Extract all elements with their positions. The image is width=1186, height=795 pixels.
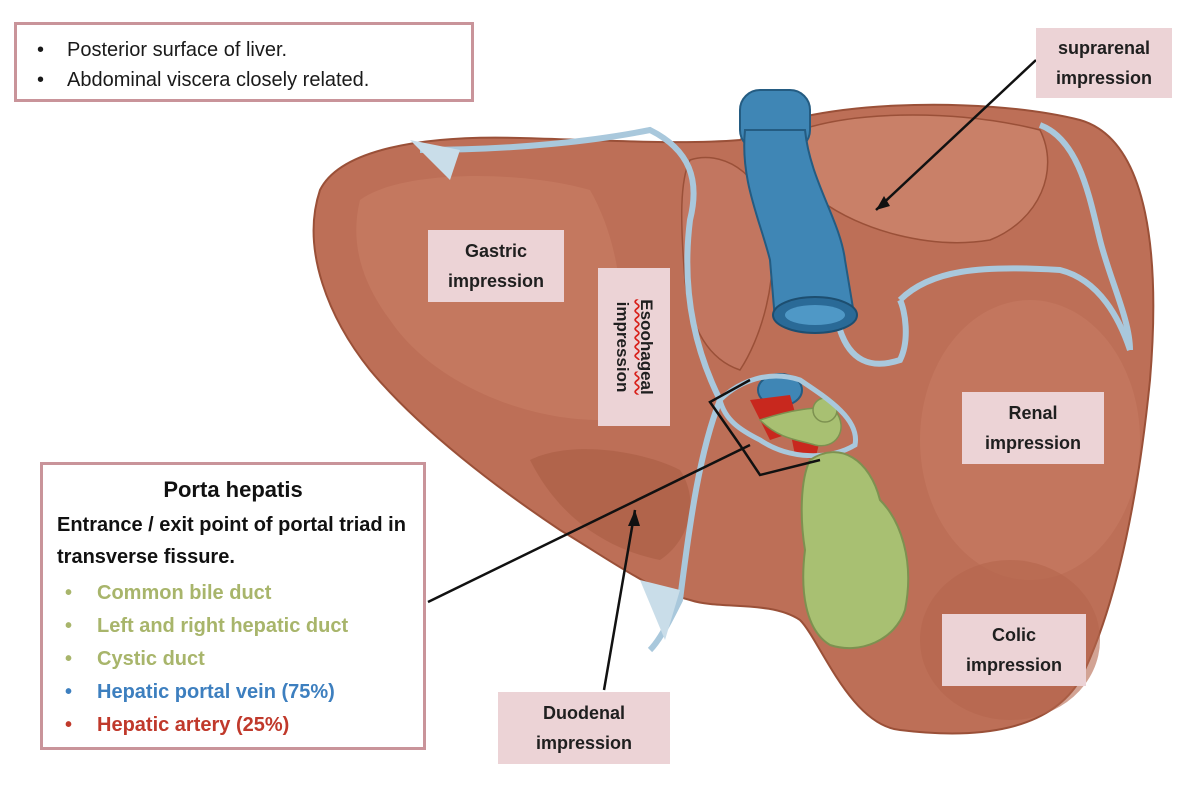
porta-item: Hepatic portal vein (75%): [57, 676, 409, 709]
label-line: impression: [447, 271, 545, 291]
duodenal-arrowhead: [628, 510, 640, 526]
gallbladder: [800, 451, 910, 650]
intro-box: Posterior surface of liver. Abdominal vi…: [14, 22, 474, 102]
porta-bracket: [708, 378, 821, 477]
ivc-lumen: [785, 305, 845, 325]
porta-item: Common bile duct: [57, 577, 409, 610]
ligament-line: [419, 126, 723, 402]
suprarenal-arrowhead: [876, 196, 890, 210]
porta-item: Hepatic artery (25%): [57, 709, 409, 742]
ligament-line: [1038, 122, 1133, 351]
leader-lines: [427, 59, 1037, 691]
duodenal-impression-area: [530, 449, 691, 560]
intro-list: Posterior surface of liver. Abdominal vi…: [31, 35, 457, 95]
ligament-line: [837, 298, 909, 367]
label-line: impression: [965, 655, 1063, 675]
renal-label: Renal impression: [962, 392, 1104, 464]
label-line: Esoohageal: [637, 299, 656, 395]
label-line: Colic: [991, 625, 1036, 645]
intro-item: Posterior surface of liver.: [31, 35, 457, 65]
duodenal-pointer: [602, 509, 637, 691]
porta-description: Entrance / exit point of portal triad in…: [57, 514, 406, 568]
ligament-line: [897, 265, 1133, 351]
label-line: impression: [535, 733, 633, 753]
porta-hepatis-box: Porta hepatis Entrance / exit point of p…: [40, 462, 426, 750]
label-line: Gastric: [464, 241, 528, 261]
label-line: impression: [984, 433, 1082, 453]
colic-label: Colic impression: [942, 614, 1086, 686]
esophageal-label-text: Esoohageal impression: [610, 299, 658, 394]
label-line: Duodenal: [542, 703, 625, 723]
porta-title: Porta hepatis: [163, 477, 303, 502]
label-line: impression: [1055, 68, 1153, 88]
porta-item: Left and right hepatic duct: [57, 610, 409, 643]
triangular-ligament: [410, 140, 460, 180]
suprarenal-pointer: [875, 59, 1037, 211]
label-line: suprarenal: [1057, 38, 1151, 58]
label-line: impression: [613, 301, 632, 393]
porta-outline: [717, 373, 858, 459]
porta-pointer: [427, 443, 751, 604]
intro-item: Abdominal viscera closely related.: [31, 65, 457, 95]
ligament-tip: [640, 580, 680, 640]
porta-item: Cystic duct: [57, 643, 409, 676]
gastric-label: Gastric impression: [428, 230, 564, 302]
duodenal-label: Duodenal impression: [498, 692, 670, 764]
label-line: Renal: [1008, 403, 1058, 423]
porta-list: Common bile duct Left and right hepatic …: [57, 577, 409, 742]
esophageal-label: Esoohageal impression: [598, 268, 670, 426]
suprarenal-label: suprarenal impression: [1036, 28, 1172, 98]
